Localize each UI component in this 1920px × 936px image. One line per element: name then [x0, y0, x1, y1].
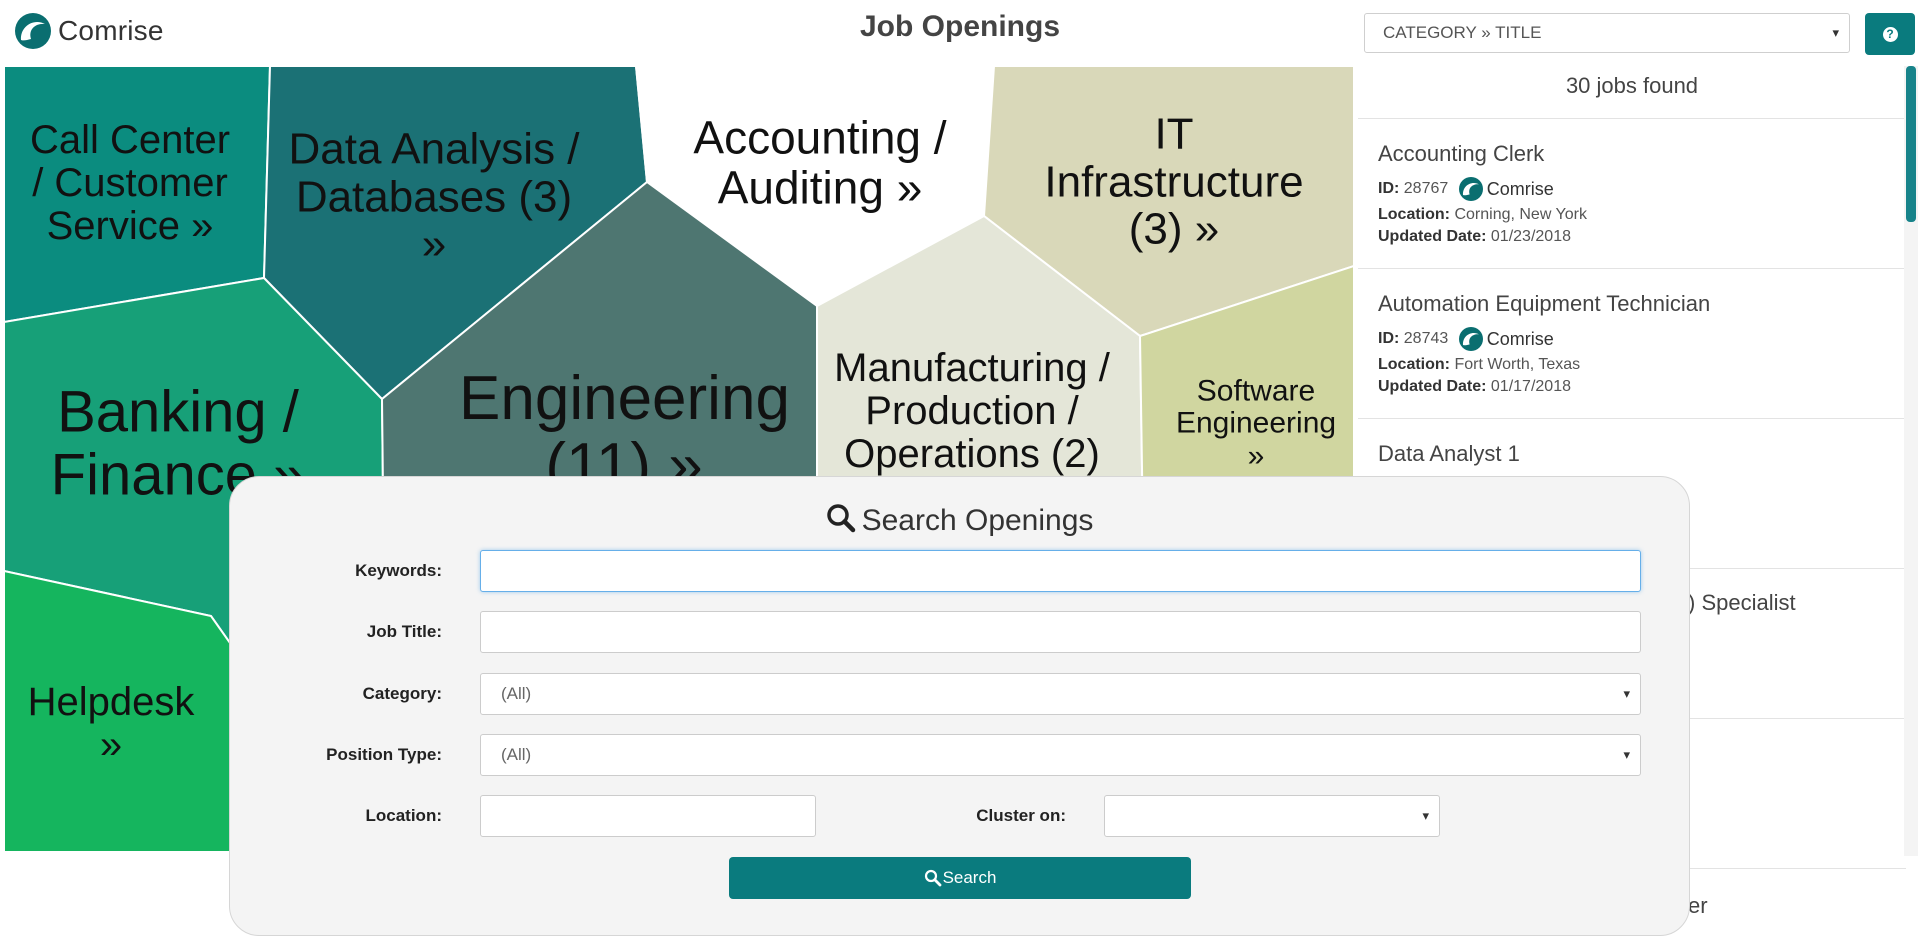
comrise-logo-icon: [1458, 177, 1483, 201]
search-button[interactable]: Search: [729, 857, 1191, 899]
keywords-label: Keywords:: [355, 561, 442, 580]
position-type-label: Position Type:: [326, 745, 442, 764]
job-title[interactable]: Automation Equipment Technician: [1378, 291, 1711, 316]
chevron-down-icon: ▾: [1623, 747, 1630, 762]
category-label-manufacturing[interactable]: Manufacturing / Production / Operations …: [834, 346, 1110, 477]
results-count: 30 jobs found: [1358, 66, 1906, 119]
job-title-partial[interactable]: er: [1688, 893, 1708, 918]
results-scrollbar[interactable]: [1904, 66, 1918, 856]
company-name: Comrise: [1486, 328, 1554, 349]
page-title: Job Openings: [860, 10, 1061, 43]
keywords-input[interactable]: [480, 550, 1641, 592]
job-location: Corning, New York: [1454, 206, 1587, 223]
position-type-select[interactable]: (All) ▾: [480, 734, 1641, 776]
logo-text: Comrise: [58, 15, 164, 46]
category-label: Category:: [362, 684, 442, 703]
job-title[interactable]: Accounting Clerk: [1378, 141, 1545, 166]
question-circle-icon: ?: [1882, 26, 1898, 42]
job-location-label: Location:: [1378, 356, 1450, 373]
job-id-line: ID: 28743 Comrise: [1378, 326, 1886, 352]
company-logo: Comrise: [1457, 176, 1554, 202]
company-name: Comrise: [1486, 178, 1554, 199]
job-updated-label: Updated Date:: [1378, 378, 1487, 395]
sort-select[interactable]: Category » Title ▾: [1364, 13, 1850, 53]
job-updated: 01/23/2018: [1490, 228, 1571, 245]
job-id: 28767: [1403, 180, 1449, 198]
results-scrollbar-thumb[interactable]: [1906, 66, 1916, 222]
company-logo: Comrise: [1457, 326, 1554, 352]
category-label-helpdesk[interactable]: Helpdesk »: [27, 679, 195, 767]
search-panel: Search Openings Keywords: Job Title: Cat…: [229, 476, 1690, 936]
category-select[interactable]: (All) ▾: [480, 673, 1641, 715]
job-updated: 01/17/2018: [1490, 378, 1571, 395]
search-button-label: Search: [942, 868, 997, 887]
location-input[interactable]: [480, 795, 816, 837]
chevron-down-icon: ▾: [1623, 686, 1630, 701]
chevron-down-icon: ▾: [1422, 808, 1429, 823]
chevron-down-icon: ▾: [1832, 25, 1839, 40]
job-location-line: Location: Fort Worth, Texas: [1378, 356, 1886, 374]
cluster-on-label: Cluster on:: [976, 806, 1066, 825]
job-list-item[interactable]: Automation Equipment Technician ID: 2874…: [1358, 269, 1906, 419]
job-id-line: ID: 28767 Comrise: [1378, 176, 1886, 202]
job-location: Fort Worth, Texas: [1454, 356, 1581, 373]
job-title-label: Job Title:: [366, 622, 442, 641]
search-heading: Search Openings: [230, 503, 1689, 538]
sort-select-value: Category » Title: [1383, 23, 1542, 42]
job-id: 28743: [1403, 330, 1449, 348]
results-panel: 30 jobs found Accounting Clerk ID: 28767…: [1358, 66, 1906, 916]
search-icon: [826, 504, 855, 533]
category-label-software-engineering[interactable]: Software Engineering »: [1175, 374, 1337, 473]
job-title[interactable]: Data Analyst 1: [1378, 441, 1520, 466]
search-heading-text: Search Openings: [861, 504, 1094, 537]
job-title-partial[interactable]: ) Specialist: [1688, 590, 1796, 615]
comrise-logo[interactable]: Comrise: [12, 12, 164, 50]
category-label-it-infrastructure[interactable]: IT Infrastructure (3) »: [1044, 109, 1304, 254]
cluster-on-select[interactable]: ▾: [1104, 795, 1440, 837]
category-label-call-center[interactable]: Call Center / Customer Service »: [29, 118, 231, 249]
job-location-label: Location:: [1378, 206, 1450, 223]
job-id-label: ID:: [1378, 180, 1400, 198]
job-title-input[interactable]: [480, 611, 1641, 653]
job-updated-line: Updated Date: 01/17/2018: [1378, 378, 1886, 396]
job-list-item[interactable]: Accounting Clerk ID: 28767 Comrise Locat…: [1358, 119, 1906, 269]
category-label-data-analysis[interactable]: Data Analysis / Databases (3) »: [288, 124, 580, 269]
position-type-select-value: (All): [501, 745, 532, 764]
job-updated-line: Updated Date: 01/23/2018: [1378, 228, 1886, 246]
job-id-label: ID:: [1378, 330, 1400, 348]
category-select-value: (All): [501, 684, 532, 703]
category-label-accounting[interactable]: Accounting / Auditing »: [693, 111, 947, 213]
comrise-logo-icon: [15, 13, 51, 49]
comrise-logo-icon: [1458, 327, 1483, 351]
location-label: Location:: [365, 806, 443, 825]
search-icon: [924, 869, 941, 887]
job-updated-label: Updated Date:: [1378, 228, 1487, 245]
help-button[interactable]: ?: [1865, 13, 1915, 55]
job-location-line: Location: Corning, New York: [1378, 206, 1886, 224]
